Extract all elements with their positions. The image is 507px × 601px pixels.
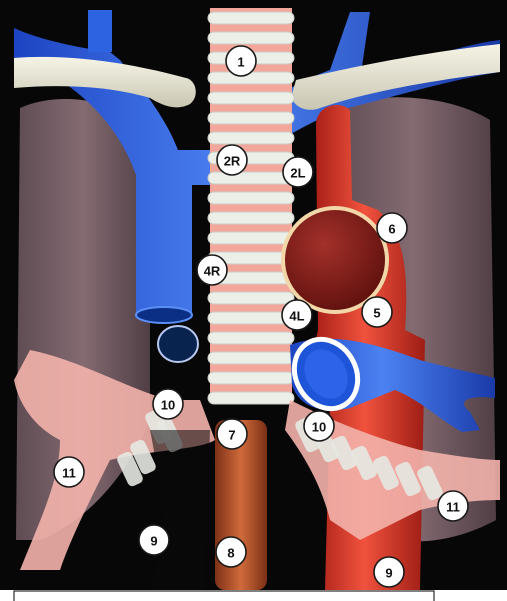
trachea-ring — [208, 232, 294, 244]
azygos-vein — [158, 326, 198, 362]
badge-label: 6 — [388, 222, 395, 237]
badge-label: 4L — [289, 309, 304, 324]
badge-label: 1 — [237, 55, 244, 70]
trachea-ring — [208, 352, 294, 364]
badge-label: 4R — [204, 264, 221, 279]
badge-label: 10 — [161, 398, 175, 413]
caption-box — [14, 591, 434, 601]
trachea-ring — [208, 32, 294, 44]
trachea-ring — [208, 132, 294, 144]
station-badge-10a: 10 — [153, 389, 183, 419]
station-badge-11b: 11 — [438, 491, 468, 521]
station-badge-2L: 2L — [283, 157, 313, 187]
station-badge-2R: 2R — [217, 145, 247, 175]
badge-label: 7 — [228, 428, 235, 443]
trachea-ring — [208, 72, 294, 84]
station-badge-9a: 9 — [139, 525, 169, 555]
aortic-arch-cross-section — [283, 208, 387, 312]
trachea-ring — [208, 112, 294, 124]
vein-branch-top — [88, 10, 112, 52]
trachea-ring — [208, 92, 294, 104]
svc-opening — [136, 307, 192, 323]
badge-label: 11 — [62, 466, 76, 481]
badge-label: 5 — [373, 306, 380, 321]
trachea-ring — [208, 332, 294, 344]
trachea-ring — [208, 12, 294, 24]
station-badge-10b: 10 — [304, 411, 334, 441]
trachea-ring — [208, 192, 294, 204]
station-badge-5: 5 — [362, 297, 392, 327]
station-badge-11a: 11 — [54, 457, 84, 487]
station-badge-1: 1 — [226, 46, 256, 76]
trachea-ring — [208, 372, 294, 384]
trachea-ring — [208, 212, 294, 224]
station-badge-4R: 4R — [197, 255, 227, 285]
badge-label: 2L — [290, 166, 305, 181]
station-badge-8: 8 — [216, 537, 246, 567]
trachea-ring — [208, 392, 294, 404]
trachea-ring — [208, 292, 294, 304]
station-badge-4L: 4L — [282, 300, 312, 330]
badge-label: 2R — [224, 154, 241, 169]
badge-label: 8 — [227, 546, 234, 561]
badge-label: 11 — [446, 500, 460, 515]
station-badge-9b: 9 — [374, 557, 404, 587]
badge-label: 9 — [385, 566, 392, 581]
trachea-ring — [208, 172, 294, 184]
trachea-ring — [208, 312, 294, 324]
station-badge-7: 7 — [217, 419, 247, 449]
badge-label: 9 — [150, 534, 157, 549]
station-badge-6: 6 — [377, 213, 407, 243]
badge-label: 10 — [312, 420, 326, 435]
